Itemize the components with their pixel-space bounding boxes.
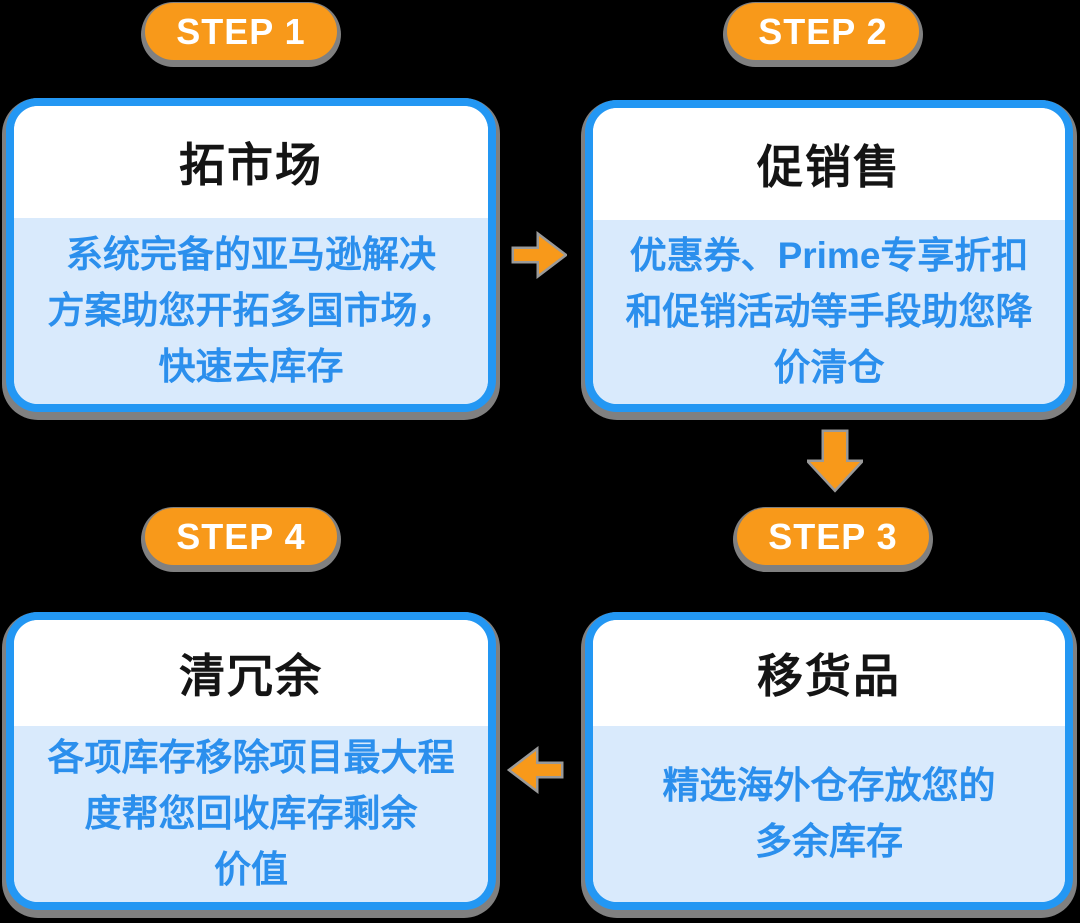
arrow-left-icon <box>506 746 564 794</box>
step2-badge-label: STEP 2 <box>758 10 888 52</box>
step4-card-body: 各项库存移除项目最大程 度帮您回收库存剩余 价值 <box>14 726 488 902</box>
step3-badge: STEP 3 <box>737 508 929 565</box>
step1-card: 拓市场 系统完备的亚马逊解决 方案助您开拓多国市场， 快速去库存 <box>6 98 496 412</box>
step1-badge: STEP 1 <box>145 3 337 60</box>
step4-card-title: 清冗余 <box>14 620 488 726</box>
step4-badge-label: STEP 4 <box>176 515 306 557</box>
arrow-down-icon <box>807 429 863 493</box>
step4-badge: STEP 4 <box>145 508 337 565</box>
step3-card-body: 精选海外仓存放您的 多余库存 <box>593 726 1065 902</box>
step2-card-body: 优惠券、Prime专享折扣 和促销活动等手段助您降 价清仓 <box>593 220 1065 404</box>
step1-card-body: 系统完备的亚马逊解决 方案助您开拓多国市场， 快速去库存 <box>14 218 488 404</box>
step3-card: 移货品 精选海外仓存放您的 多余库存 <box>585 612 1073 910</box>
arrow-right-icon <box>511 231 567 279</box>
step1-badge-label: STEP 1 <box>176 10 306 52</box>
step2-badge: STEP 2 <box>727 3 919 60</box>
step1-card-title: 拓市场 <box>14 106 488 218</box>
step2-card-title: 促销售 <box>593 108 1065 220</box>
step4-card: 清冗余 各项库存移除项目最大程 度帮您回收库存剩余 价值 <box>6 612 496 910</box>
step3-card-title: 移货品 <box>593 620 1065 726</box>
step3-badge-label: STEP 3 <box>768 515 898 557</box>
step2-card: 促销售 优惠券、Prime专享折扣 和促销活动等手段助您降 价清仓 <box>585 100 1073 412</box>
